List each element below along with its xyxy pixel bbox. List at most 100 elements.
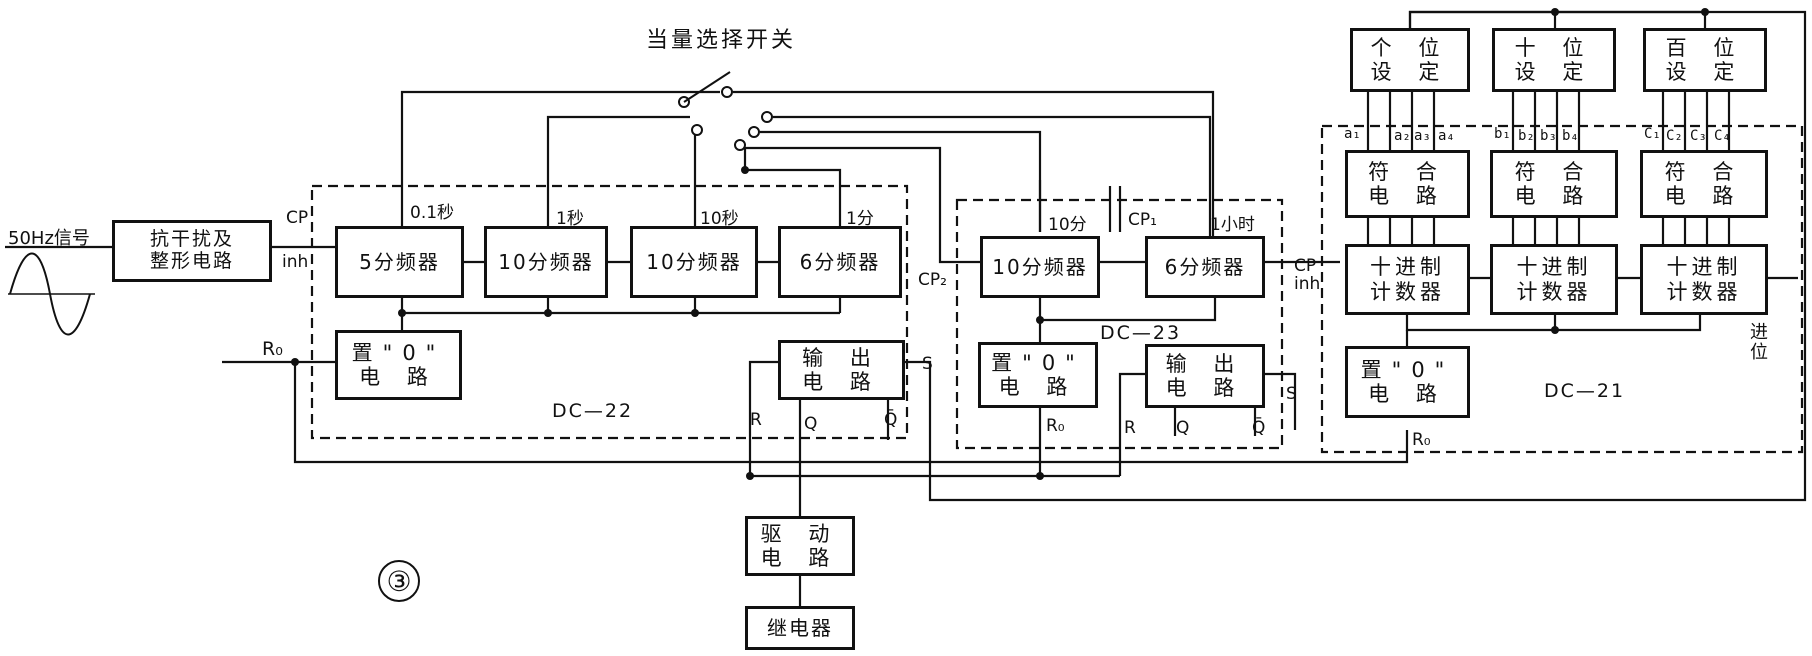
units-line-1: 个 位 [1370,35,1450,60]
pin-r0-left: R₀ [262,338,283,360]
tap-label-0-1s: 0.1秒 [410,203,455,223]
shaping-line-2: 整形电路 [149,250,234,272]
pin-q-1: Q [804,414,818,434]
shaping-circuit-block: 抗干扰及 整形电路 [112,220,272,282]
pin-s-1: S [922,354,933,374]
pin-r-2: R [1124,418,1136,438]
pin-qbar-1: Q̄ [884,410,898,430]
match-circuit-2-block: 符 合 电 路 [1490,150,1618,218]
tap-label-1h: 1小时 [1210,215,1255,235]
bus-b-2: b₂ [1518,128,1535,144]
tens-setting-block: 十 位 设 定 [1492,28,1616,92]
reset-circuit-2-block: 置"0" 电 路 [978,342,1098,408]
divider-6-a-block: 6分频器 [778,226,902,298]
units-setting-block: 个 位 设 定 [1350,28,1470,92]
out1-line-2: 电 路 [802,370,881,394]
tap-label-1min: 1分 [846,209,874,229]
match3-line-2: 电 路 [1664,184,1744,208]
bus-a-1: a₁ [1344,126,1361,142]
input-signal-label: 50Hz信号 [8,228,90,249]
match2-line-2: 电 路 [1514,184,1594,208]
pin-cp: CP [286,208,309,228]
pin-inh: inh [282,252,309,272]
bus-b-4: b₄ [1562,128,1579,144]
pin-inh-dc21: inh [1294,274,1321,294]
carry-label: 进位 [1747,322,1768,362]
tap-label-1s: 1秒 [556,209,584,229]
reset2-line-2: 电 路 [998,375,1078,399]
bus-c-3: C₃ [1690,128,1707,144]
match-circuit-1-block: 符 合 电 路 [1345,150,1470,218]
drive-circuit-block: 驱 动 电 路 [745,516,855,576]
counter2-line-2: 计数器 [1516,279,1592,304]
figure-number: ③ [378,560,420,602]
reset1-line-1: 置"0" [351,340,446,365]
out2-line-1: 输 出 [1165,351,1245,376]
module-label-dc21: DC—21 [1544,380,1626,402]
decimal-counter-2-block: 十进制 计数器 [1490,244,1618,315]
bus-c-4: C₄ [1714,128,1731,144]
out2-line-2: 电 路 [1165,376,1245,400]
hundreds-line-1: 百 位 [1665,35,1745,60]
pin-cp1: CP₁ [1128,210,1157,230]
decimal-counter-1-block: 十进制 计数器 [1345,244,1470,315]
divider-10-b-block: 10分频器 [630,226,758,298]
counter1-line-2: 计数器 [1370,279,1445,304]
hundreds-line-2: 设 定 [1665,60,1745,84]
decimal-counter-3-block: 十进制 计数器 [1640,244,1768,315]
reset2-line-1: 置"0" [991,350,1085,375]
output-circuit-1-block: 输 出 电 路 [778,340,905,400]
output-circuit-2-block: 输 出 电 路 [1145,344,1265,408]
module-dc22-boundary [310,184,909,440]
reset-circuit-3-block: 置"0" 电 路 [1345,346,1470,418]
pin-r0-dc23: R₀ [1046,416,1065,436]
match1-line-1: 符 合 [1368,159,1447,184]
counter3-line-1: 十进制 [1666,255,1742,280]
out1-line-1: 输 出 [802,345,881,370]
pin-r0-dc21: R₀ [1412,430,1431,450]
reset3-line-1: 置"0" [1360,357,1455,382]
counter1-line-1: 十进制 [1370,255,1445,280]
shaping-line-1: 抗干扰及 [149,228,234,251]
divider-10-a-block: 10分频器 [484,226,608,298]
tap-label-10min: 10分 [1048,215,1087,235]
reset3-line-2: 电 路 [1368,382,1447,406]
divider-6-b-block: 6分频器 [1145,236,1265,298]
reset-circuit-1-block: 置"0" 电 路 [335,330,462,400]
tens-line-2: 设 定 [1514,60,1594,84]
divider-5-block: 5分频器 [335,226,464,298]
match2-line-1: 符 合 [1514,159,1594,184]
match-circuit-3-block: 符 合 电 路 [1640,150,1768,218]
match1-line-2: 电 路 [1368,184,1447,208]
tens-line-1: 十 位 [1514,35,1594,60]
bus-b-3: b₃ [1540,128,1557,144]
pin-q-2: Q [1176,418,1190,438]
bus-b-1: b₁ [1494,126,1511,142]
match3-line-1: 符 合 [1664,159,1744,184]
switch-title: 当量选择开关 [646,28,797,53]
hundreds-setting-block: 百 位 设 定 [1643,28,1767,92]
pin-cp2: CP₂ [918,270,947,290]
bus-c-1: C₁ [1644,126,1661,142]
units-line-2: 设 定 [1370,60,1450,84]
divider-10-c-block: 10分频器 [980,236,1100,298]
bus-a-2: a₂ [1394,128,1411,144]
drive-line-1: 驱 动 [760,521,840,546]
reset1-line-2: 电 路 [359,365,438,389]
bus-c-2: C₂ [1666,128,1683,144]
pin-cp-dc21: CP [1294,256,1317,276]
drive-line-2: 电 路 [760,546,840,570]
pin-r-1: R [750,410,762,430]
bus-a-4: a₄ [1438,128,1455,144]
tap-label-10s: 10秒 [700,209,739,229]
module-label-dc23: DC—23 [1100,322,1182,344]
counter3-line-2: 计数器 [1666,279,1742,304]
module-dc21-boundary [1320,124,1804,454]
pin-qbar-2: Q̄ [1252,418,1266,438]
counter2-line-1: 十进制 [1516,255,1592,280]
pin-s-2: S [1286,384,1297,404]
bus-a-3: a₃ [1414,128,1431,144]
module-label-dc22: DC—22 [552,400,634,422]
relay-block: 继电器 [745,606,855,650]
